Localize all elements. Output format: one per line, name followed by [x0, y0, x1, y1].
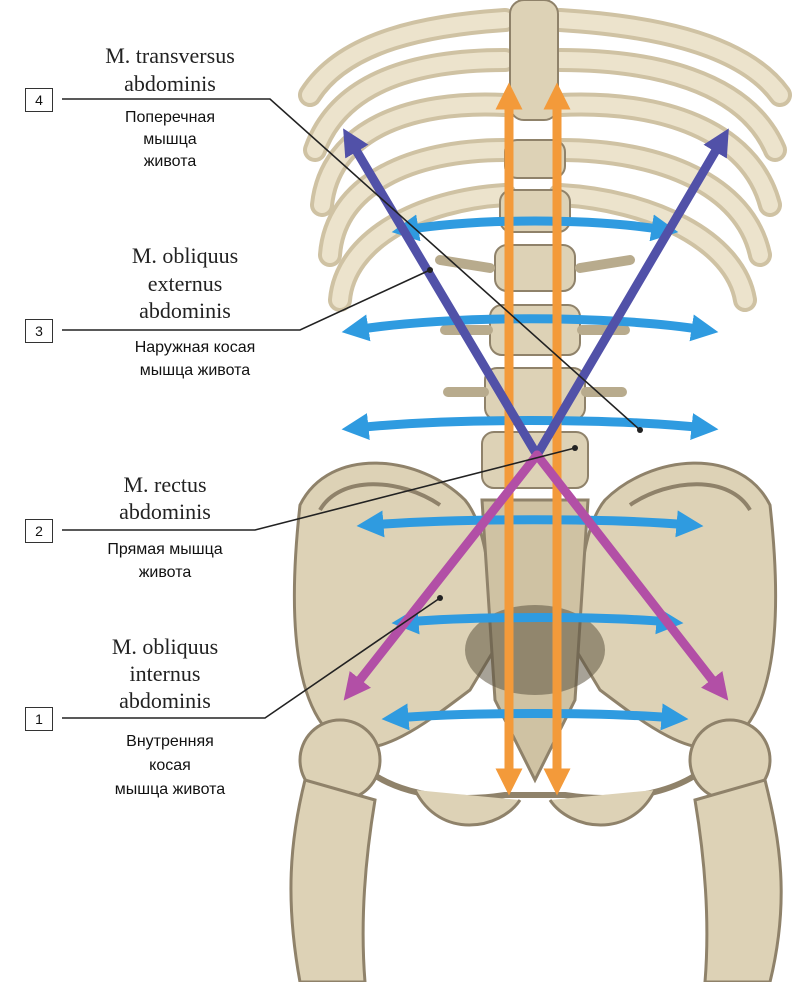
latin-label-3-line-1: M. obliquus [75, 244, 295, 267]
latin-label-4-line-2: abdominis [60, 72, 280, 95]
latin-label-2-line-1: M. rectus [55, 473, 275, 496]
russian-label-4-line-2: мышца [75, 130, 265, 150]
latin-label-3-line-3: abdominis [75, 299, 295, 322]
transversus-arrow [395, 714, 675, 719]
transversus-arrow [405, 618, 670, 623]
russian-label-2-line-2: живота [60, 563, 270, 583]
russian-label-3-line-1: Наружная косая [90, 338, 300, 358]
leader-dot-2 [572, 445, 578, 451]
leader-dot-3 [427, 267, 433, 273]
latin-label-1-line-3: abdominis [55, 689, 275, 712]
transversus-arrow [355, 421, 705, 429]
latin-label-4-line-1: M. transversus [60, 44, 280, 67]
latin-label-3-line-2: externus [75, 272, 295, 295]
number-box-1: 1 [25, 707, 53, 731]
latin-label-1-line-1: M. obliquus [55, 635, 275, 658]
latin-label-2-line-2: abdominis [55, 500, 275, 523]
number-box-2: 2 [25, 519, 53, 543]
russian-label-2-line-1: Прямая мышца [60, 540, 270, 560]
number-box-4: 4 [25, 88, 53, 112]
russian-label-4-line-1: Поперечная [75, 108, 265, 128]
number-box-3: 3 [25, 319, 53, 343]
leader-dot-4 [637, 427, 643, 433]
russian-label-1-line-2: косая [60, 756, 280, 776]
transversus-arrow [370, 520, 690, 525]
russian-label-3-line-2: мышца живота [90, 361, 300, 381]
russian-label-1-line-3: мышца живота [60, 780, 280, 800]
leader-dot-1 [437, 595, 443, 601]
russian-label-1-line-1: Внутренняя [60, 732, 280, 752]
russian-label-4-line-3: живота [75, 152, 265, 172]
latin-label-1-line-2: internus [55, 662, 275, 685]
